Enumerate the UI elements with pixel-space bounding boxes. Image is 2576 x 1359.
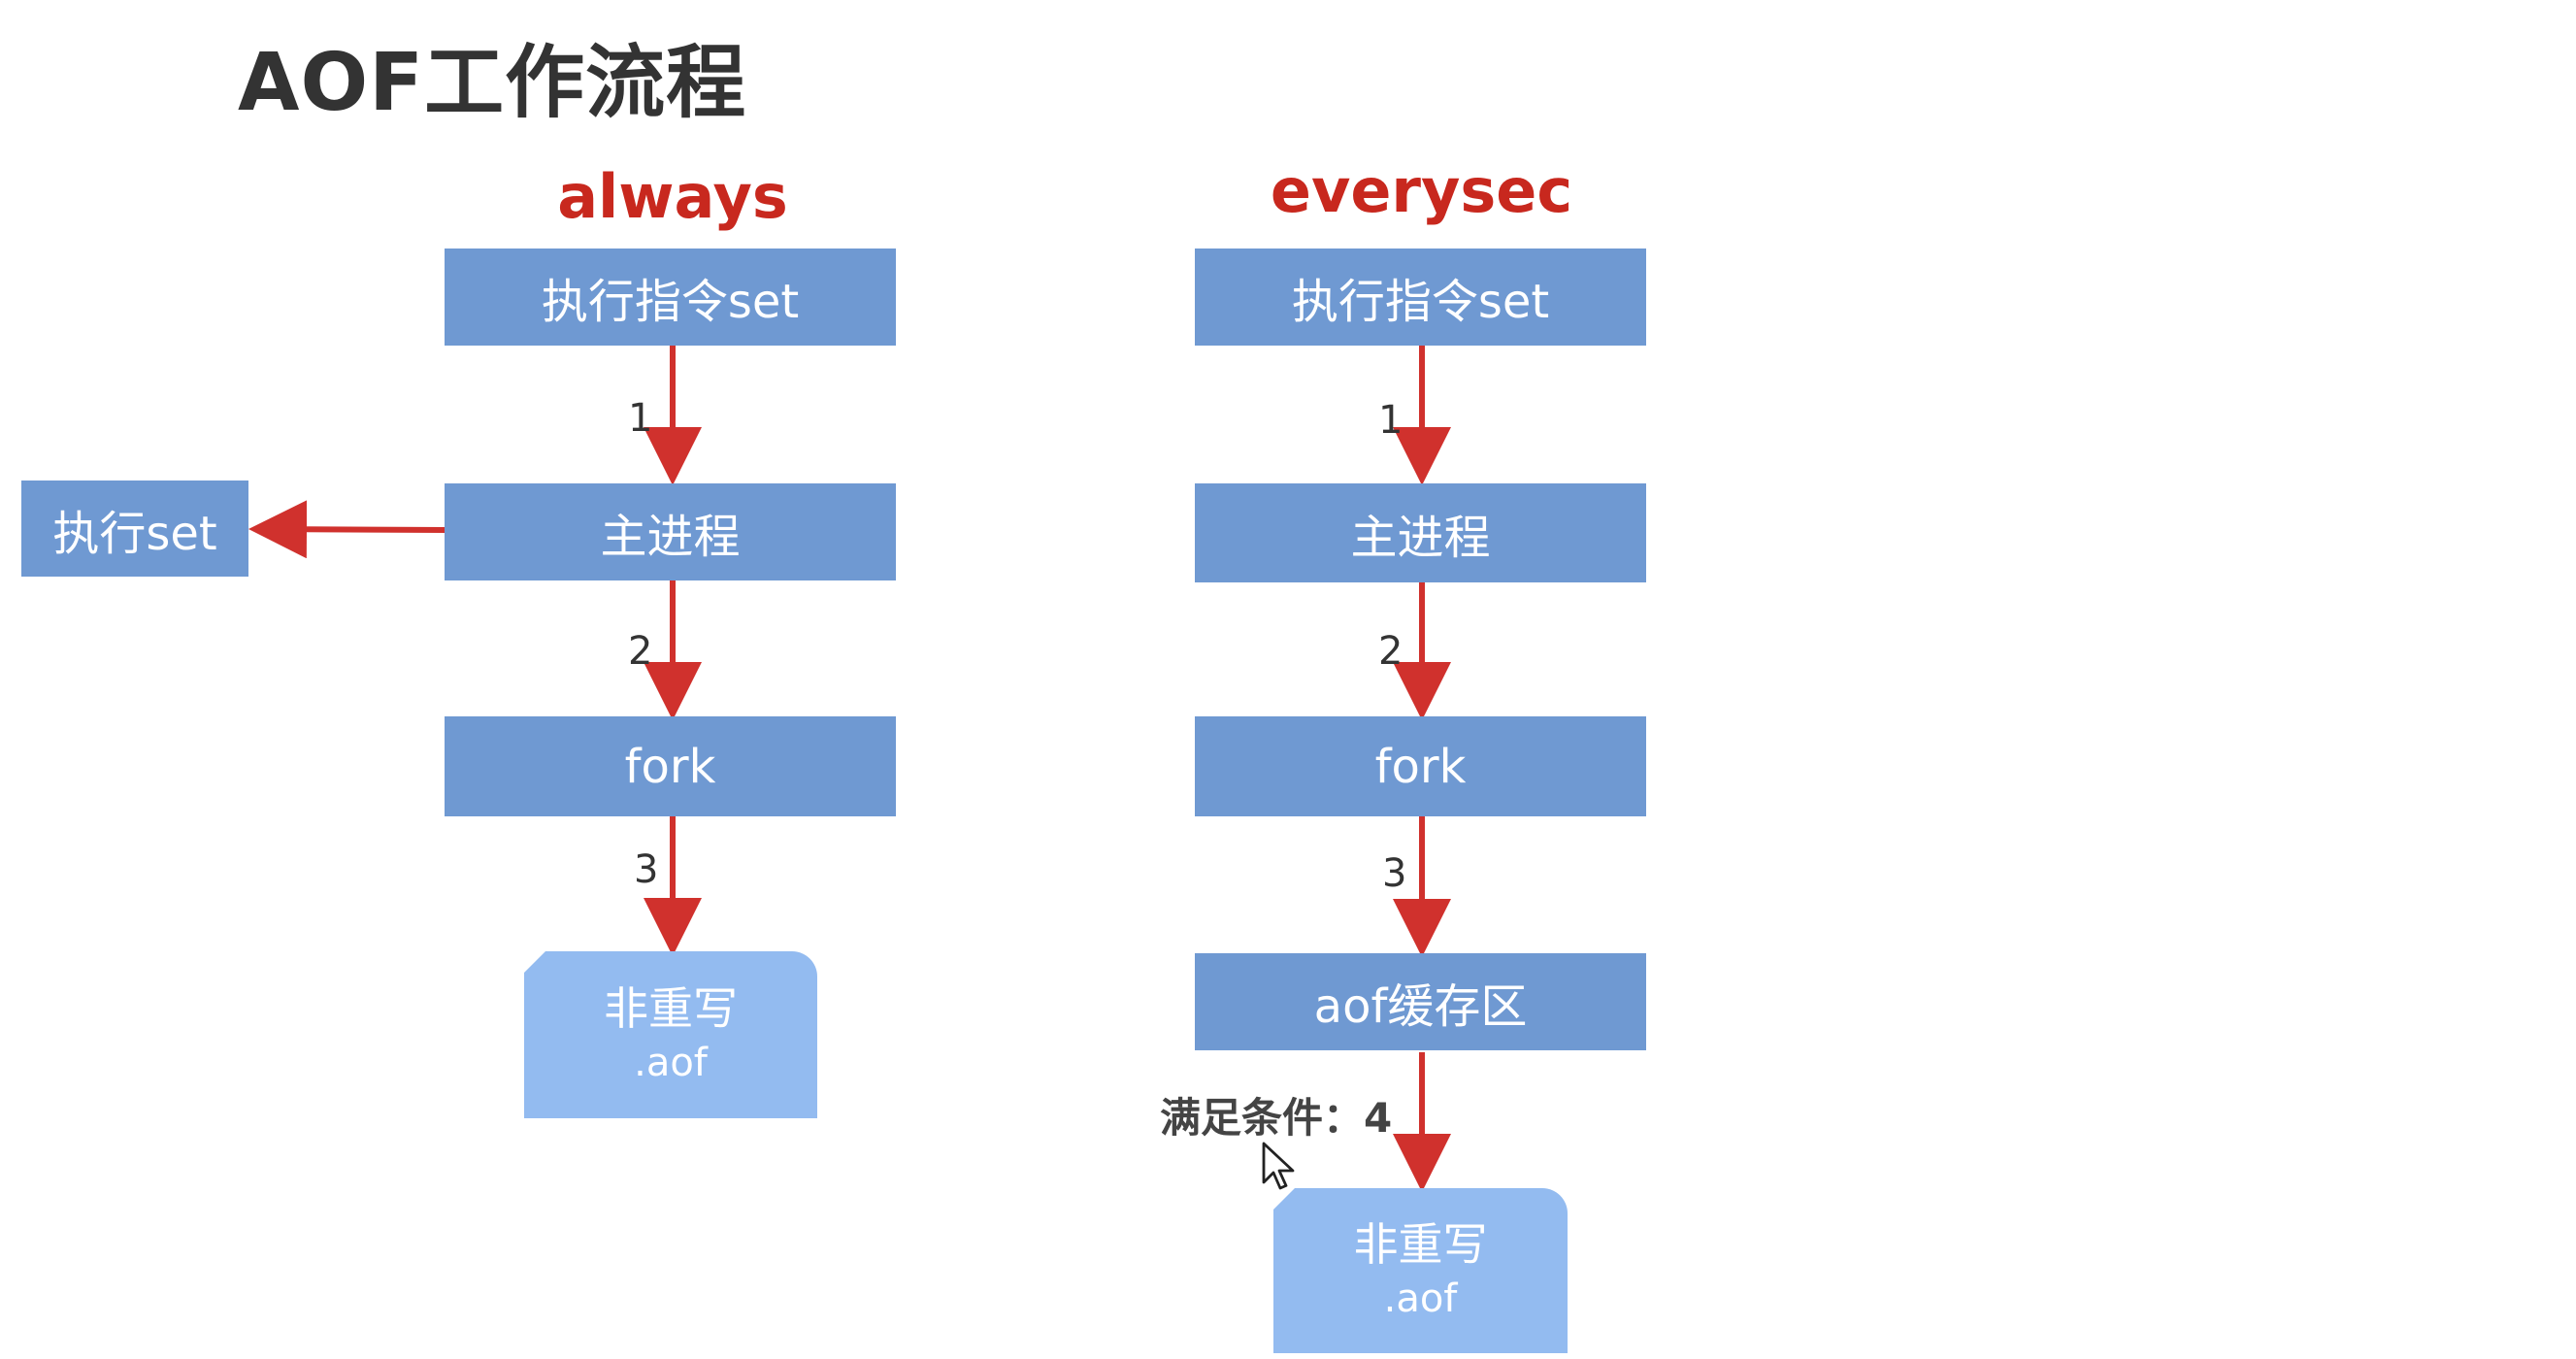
always-step-1: 1 [628,396,653,441]
everysec-main-process-box: 主进程 [1195,483,1646,582]
everysec-fork-box: fork [1195,716,1646,816]
everysec-doc-line1: 非重写 [1353,1218,1488,1271]
always-aof-file: 非重写 .aof [524,951,817,1118]
always-doc-line2: .aof [634,1041,708,1085]
everysec-doc-line2: .aof [1383,1276,1458,1321]
everysec-heading: everysec [1270,155,1573,226]
always-exec-set-box: 执行指令set [445,249,896,346]
always-step-3: 3 [634,847,659,892]
everysec-step-2: 2 [1378,629,1404,674]
always-main-process-box: 主进程 [445,483,896,580]
mouse-cursor-icon [1262,1142,1295,1190]
everysec-condition-label: 满足条件：4 [1160,1094,1393,1142]
everysec-step-1: 1 [1378,398,1404,443]
page-title: AOF工作流程 [238,37,747,129]
always-fork-box: fork [445,716,896,816]
arrow-always-side [248,500,447,559]
always-heading: always [557,161,788,232]
always-exec-set-side-box: 执行set [21,481,248,577]
everysec-step-3: 3 [1382,851,1407,896]
everysec-aof-buffer-box: aof缓存区 [1195,953,1646,1050]
everysec-aof-file: 非重写 .aof [1273,1188,1568,1353]
always-step-2: 2 [628,629,653,674]
everysec-exec-set-box: 执行指令set [1195,249,1646,346]
always-doc-line1: 非重写 [604,982,738,1035]
